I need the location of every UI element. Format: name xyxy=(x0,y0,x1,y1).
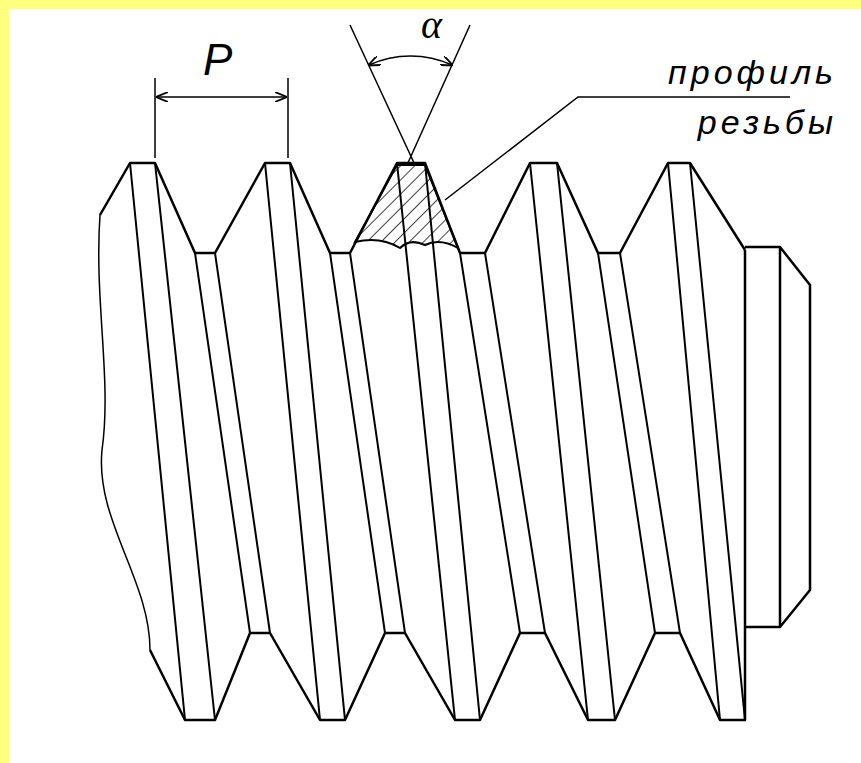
shaft-end xyxy=(745,247,810,630)
angle-lines xyxy=(350,25,470,165)
hatched-profile xyxy=(355,165,458,248)
extension-lines xyxy=(155,78,288,158)
top-profile xyxy=(100,163,745,253)
angle-arc xyxy=(369,56,452,65)
angle-label: α xyxy=(421,4,442,46)
page-ground xyxy=(9,9,861,763)
pitch-label: P xyxy=(203,36,232,84)
profile-label: профиль резьбы xyxy=(668,47,837,147)
helix-lines xyxy=(130,163,745,720)
pitch-dimension-line xyxy=(157,96,286,98)
